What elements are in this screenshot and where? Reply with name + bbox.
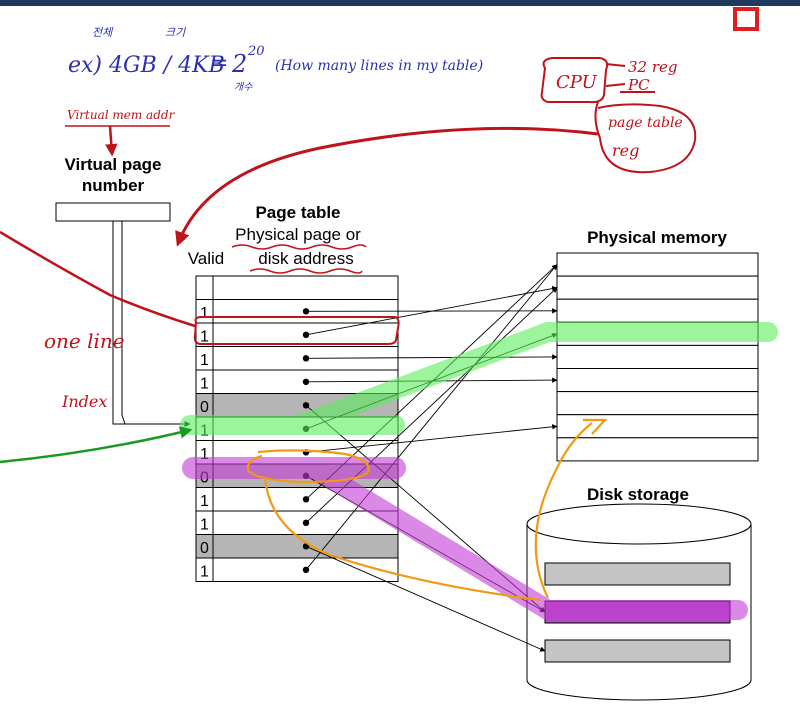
page-table-row: 0 [195,534,399,559]
disk-block-1 [544,562,731,586]
virtual-page-number-box [55,202,171,222]
physical-page-or-label: Physical page or [235,225,361,244]
page-table-row [195,275,399,300]
virtual-mem-addr-note: Virtual mem addr [67,108,176,122]
page-table-reg-arrow [175,126,599,247]
reg-32-label: 32 reg [628,58,678,76]
disk-storage-title: Disk storage [587,485,689,504]
formula-left: ex) 4GB / 4KB [68,53,225,78]
valid-bit: 1 [200,517,209,534]
valid-bit: 1 [200,446,209,463]
formula-korean-sub: 개수 [234,81,253,93]
valid-bit: 1 [200,493,209,510]
page-table-row: 1 [195,322,399,347]
valid-label: Valid [188,249,225,268]
disk-block-3 [544,639,731,663]
valid-bit: 0 [200,399,209,416]
valid-bit: 0 [200,540,209,557]
physical-memory-frame [556,437,759,462]
page-table-reg-label-2: reg [612,141,639,160]
top-bar [0,0,800,6]
index-label: Index [61,392,107,411]
page-table-reg-label-1: page table [608,115,683,131]
mapping-arrow [305,545,546,652]
disk-address-underline [249,268,363,274]
orange-annotation [246,418,608,602]
mapping-arrow [305,424,558,453]
virtual-mem-addr-arrow [105,125,118,157]
green-input-arrow [0,426,193,464]
formula-korean-top-1: 전체 [92,26,114,39]
virtual-page-number-label-2: number [82,176,145,195]
one-line-box [193,316,400,345]
index-arrow [112,221,191,427]
valid-bit: 1 [200,376,209,393]
physical-memory-frame [556,344,759,369]
page-table-row: 1 [195,557,399,582]
mapping-arrow [305,354,558,360]
pc-label: PC [627,76,650,94]
corner-box [733,7,759,31]
cpu-label: CPU [556,72,598,93]
physical-memory-frame [556,368,759,393]
page-table-title: Page table [255,203,340,222]
virtual-page-number-label-1: Virtual page [65,155,162,174]
valid-bit: 1 [200,352,209,369]
physical-memory-title: Physical memory [587,228,727,247]
valid-bit: 1 [200,564,209,581]
formula-base: 2 [231,50,247,78]
physical-memory-frame [556,298,759,323]
one-line-pointer [0,230,196,328]
physical-memory-frame [556,391,759,416]
formula-exponent: 20 [247,44,265,59]
green-highlight [180,322,778,435]
one-line-label: one line [44,329,125,353]
valid-bit: 1 [200,329,209,346]
mapping-arrow [305,264,558,571]
page-table-row: 1 [195,369,399,394]
formula-annotation: 전체 크기 ex) 4GB / 4KB = 2 20 개수 (How many … [68,26,483,93]
physical-page-underline [231,244,367,250]
valid-bit: 1 [200,305,209,322]
page-table-row: 1 [195,510,399,535]
physical-memory-frame [556,275,759,300]
physical-memory-frame [556,252,759,277]
physical-memory-stack [556,252,759,462]
formula-equals: = [210,51,228,76]
formula-korean-top-2: 크기 [165,26,186,39]
purple-highlight [182,457,748,620]
disk-address-label: disk address [258,249,353,268]
mapping-arrow [305,285,558,336]
formula-note: (How many lines in my table) [275,58,483,74]
cpu-annotation [540,57,697,174]
